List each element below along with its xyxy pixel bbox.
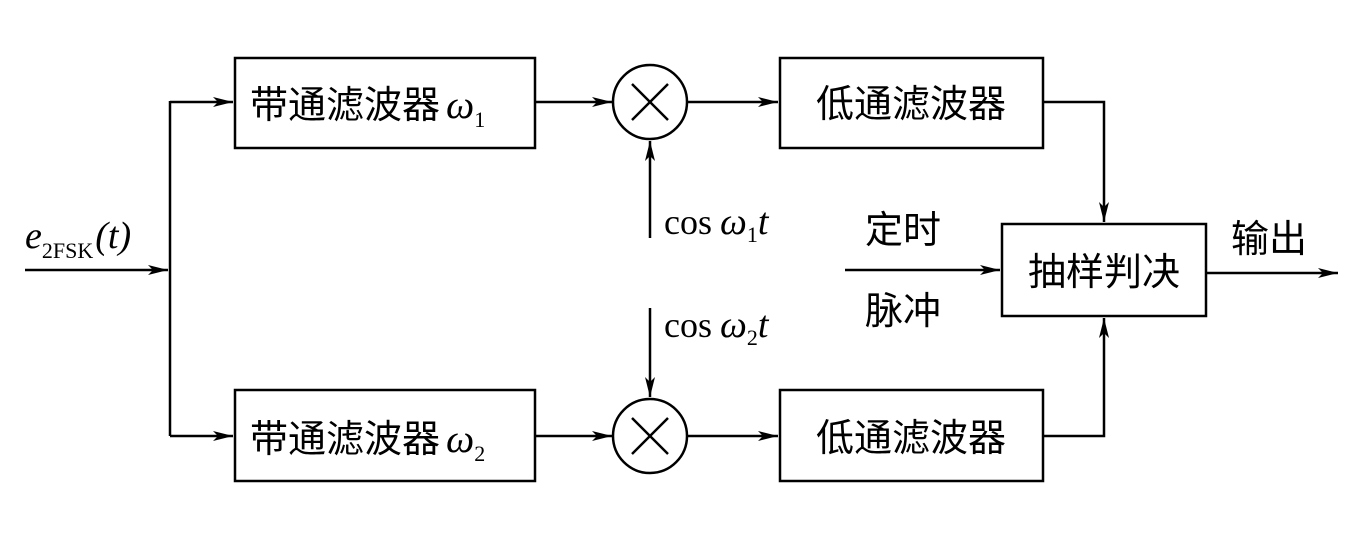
bandpass-filter-2-text: 带通滤波器: [250, 417, 440, 461]
timing-pulse-label-1: 定时: [865, 208, 941, 252]
bandpass-filter-2-omega: ω: [446, 416, 474, 461]
bandpass-filter-2-subscript: 2: [474, 441, 485, 466]
multiplier-2-cross: [631, 417, 669, 455]
carrier-2-func: cos: [664, 305, 712, 345]
multiplier-1-cross: [631, 83, 669, 121]
sample-decide-box: [1000, 222, 1208, 318]
timing-pulse-label-2: 脉冲: [865, 289, 941, 333]
carrier-1-func: cos: [664, 202, 712, 242]
input-label: e2FSK(t): [25, 215, 131, 263]
output-label: 输出: [1231, 217, 1307, 261]
bandpass-filter-1-subscript: 1: [474, 107, 485, 132]
carrier-2-omega: ω: [720, 304, 747, 346]
input-argument: (t): [95, 215, 131, 257]
carrier-2-variable: t: [758, 304, 770, 346]
lowpass-filter-1-label: 低通滤波器: [816, 82, 1006, 126]
input-symbol: e: [25, 215, 42, 257]
carrier-1-omega: ω: [720, 201, 747, 243]
bandpass-filter-1-text: 带通滤波器: [250, 83, 440, 127]
bandpass-filter-1-omega: ω: [446, 82, 474, 127]
lpf2-to-sampler-line: [1043, 318, 1109, 438]
carrier-1-variable: t: [758, 201, 770, 243]
lowpass-filter-2-label: 低通滤波器: [816, 416, 1006, 460]
input-subscript: 2FSK: [42, 238, 93, 263]
sample-decide-label: 抽样判决: [1028, 250, 1180, 294]
carrier-1-subscript: 1: [747, 222, 758, 247]
carrier-2-subscript: 2: [747, 325, 758, 350]
lpf1-to-sampler-line: [1043, 100, 1109, 222]
